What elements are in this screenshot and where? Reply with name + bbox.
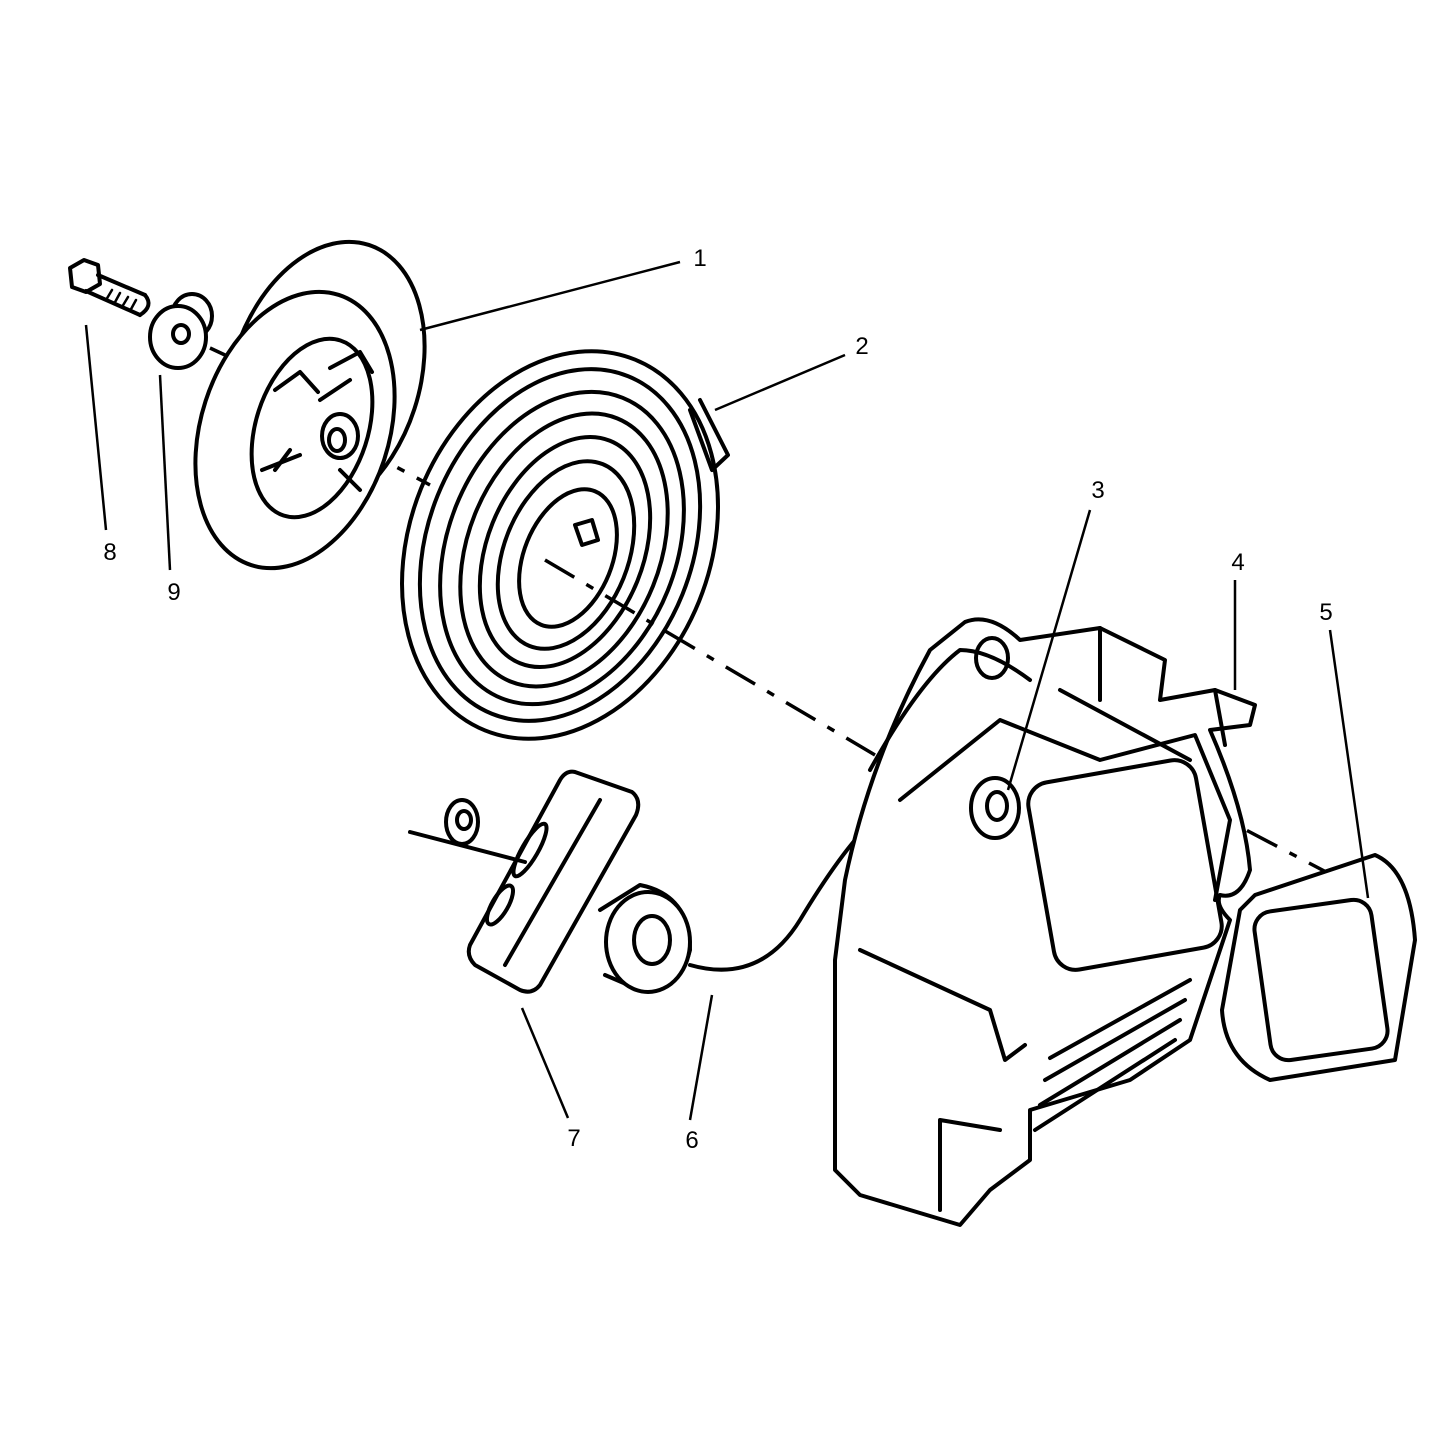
leader-6 — [688, 994, 714, 1121]
pulley-part — [193, 239, 427, 571]
callout-1: 1 — [693, 245, 706, 272]
rope-grommet-part — [598, 883, 692, 994]
leader-5 — [1328, 629, 1370, 899]
callout-9: 9 — [167, 579, 180, 606]
leader-7 — [520, 1007, 570, 1119]
starter-handle-part — [408, 769, 641, 994]
callout-2: 2 — [855, 333, 868, 360]
leader-3 — [1006, 509, 1092, 791]
gasket-plate-part — [1220, 853, 1417, 1082]
callout-leader-lines — [84, 260, 1370, 1121]
leader-1 — [419, 260, 681, 332]
washer-part — [148, 292, 214, 370]
starter-housing-part — [833, 617, 1257, 1227]
bolt-part — [68, 258, 151, 317]
leader-9 — [158, 374, 172, 571]
leader-8 — [84, 324, 108, 531]
callout-6: 6 — [685, 1127, 698, 1154]
callout-5: 5 — [1319, 599, 1332, 626]
callout-3: 3 — [1091, 477, 1104, 504]
callout-7: 7 — [567, 1125, 580, 1152]
leader-2 — [714, 353, 846, 412]
callout-4: 4 — [1231, 549, 1244, 576]
callout-8: 8 — [103, 539, 116, 566]
callout-labels: 1 2 3 4 5 6 7 8 9 — [103, 245, 1332, 1154]
recoil-spring-part — [400, 349, 730, 741]
